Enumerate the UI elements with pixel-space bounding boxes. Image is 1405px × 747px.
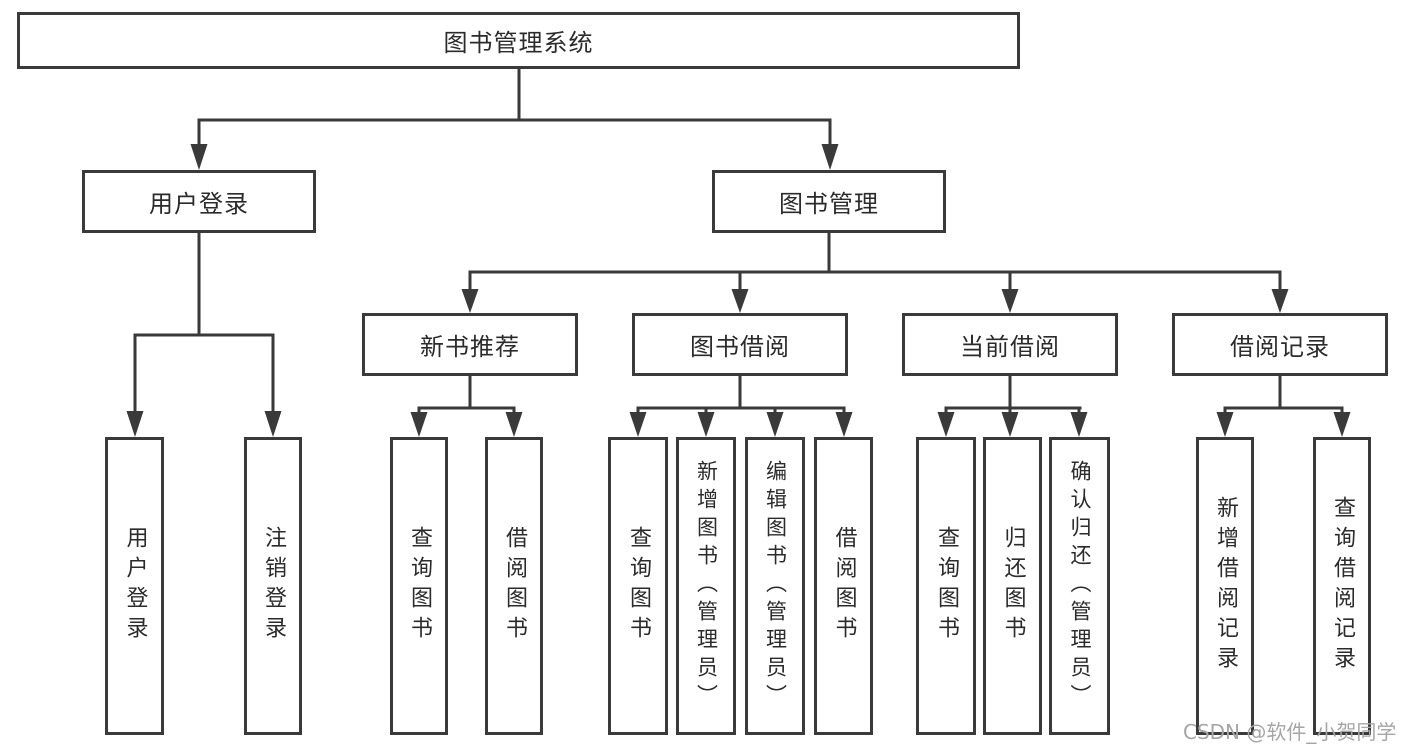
node-root-label: 图书管理系统: [443, 29, 594, 57]
leaf-query-borrow-record-label: 查询借阅记录: [1330, 496, 1355, 676]
node-root: 图书管理系统: [17, 12, 1020, 69]
leaf-borrow-query-book: 查询图书: [608, 437, 668, 735]
leaf-current-query-book: 查询图书: [916, 437, 976, 735]
node-user-login-label: 用户登录: [149, 190, 249, 218]
node-user-login: 用户登录: [82, 170, 316, 233]
leaf-recommend-borrow-book-label: 借阅图书: [502, 526, 527, 646]
leaf-user-login-label: 用户登录: [122, 526, 148, 646]
leaf-recommend-query-book: 查询图书: [390, 437, 448, 735]
csdn-watermark: CSDN @软件_小贺同学: [1183, 720, 1397, 744]
leaf-recommend-borrow-book: 借阅图书: [485, 437, 543, 735]
leaf-logout-label: 注销登录: [261, 526, 286, 646]
node-book-management-label: 图书管理: [779, 190, 879, 218]
leaf-borrow-query-book-label: 查询图书: [626, 526, 651, 646]
leaf-confirm-return-admin: 确认归还（管理员）: [1049, 437, 1110, 735]
leaf-add-borrow-record: 新增借阅记录: [1196, 437, 1254, 735]
leaf-recommend-query-book-label: 查询图书: [407, 526, 432, 646]
leaf-borrow-book: 借阅图书: [814, 437, 873, 735]
leaf-user-login: 用户登录: [105, 437, 164, 735]
leaf-current-query-book-label: 查询图书: [934, 526, 959, 646]
leaf-return-book: 归还图书: [983, 437, 1042, 735]
leaf-return-book-label: 归还图书: [1000, 526, 1026, 646]
node-current-borrow: 当前借阅: [902, 313, 1118, 376]
arrowheads: [126, 144, 1351, 437]
node-book-management: 图书管理: [712, 170, 946, 233]
node-borrow-record-label: 借阅记录: [1230, 333, 1330, 361]
leaf-confirm-return-admin-label: 确认归还（管理员）: [1068, 460, 1092, 712]
node-book-borrow: 图书借阅: [632, 313, 848, 376]
leaf-edit-book-admin: 编辑图书（管理员）: [745, 437, 805, 735]
leaf-add-borrow-record-label: 新增借阅记录: [1213, 496, 1238, 676]
node-new-book-recommend: 新书推荐: [362, 313, 578, 376]
node-book-borrow-label: 图书借阅: [690, 333, 790, 361]
node-new-book-recommend-label: 新书推荐: [420, 333, 520, 361]
leaf-edit-book-admin-label: 编辑图书（管理员）: [763, 460, 788, 712]
leaf-query-borrow-record: 查询借阅记录: [1313, 437, 1371, 735]
node-borrow-record: 借阅记录: [1172, 313, 1388, 376]
leaf-logout: 注销登录: [244, 437, 302, 735]
leaf-add-book-admin-label: 新增图书（管理员）: [694, 460, 719, 712]
leaf-add-book-admin: 新增图书（管理员）: [676, 437, 736, 735]
leaf-borrow-book-label: 借阅图书: [831, 526, 857, 646]
node-current-borrow-label: 当前借阅: [960, 333, 1060, 361]
